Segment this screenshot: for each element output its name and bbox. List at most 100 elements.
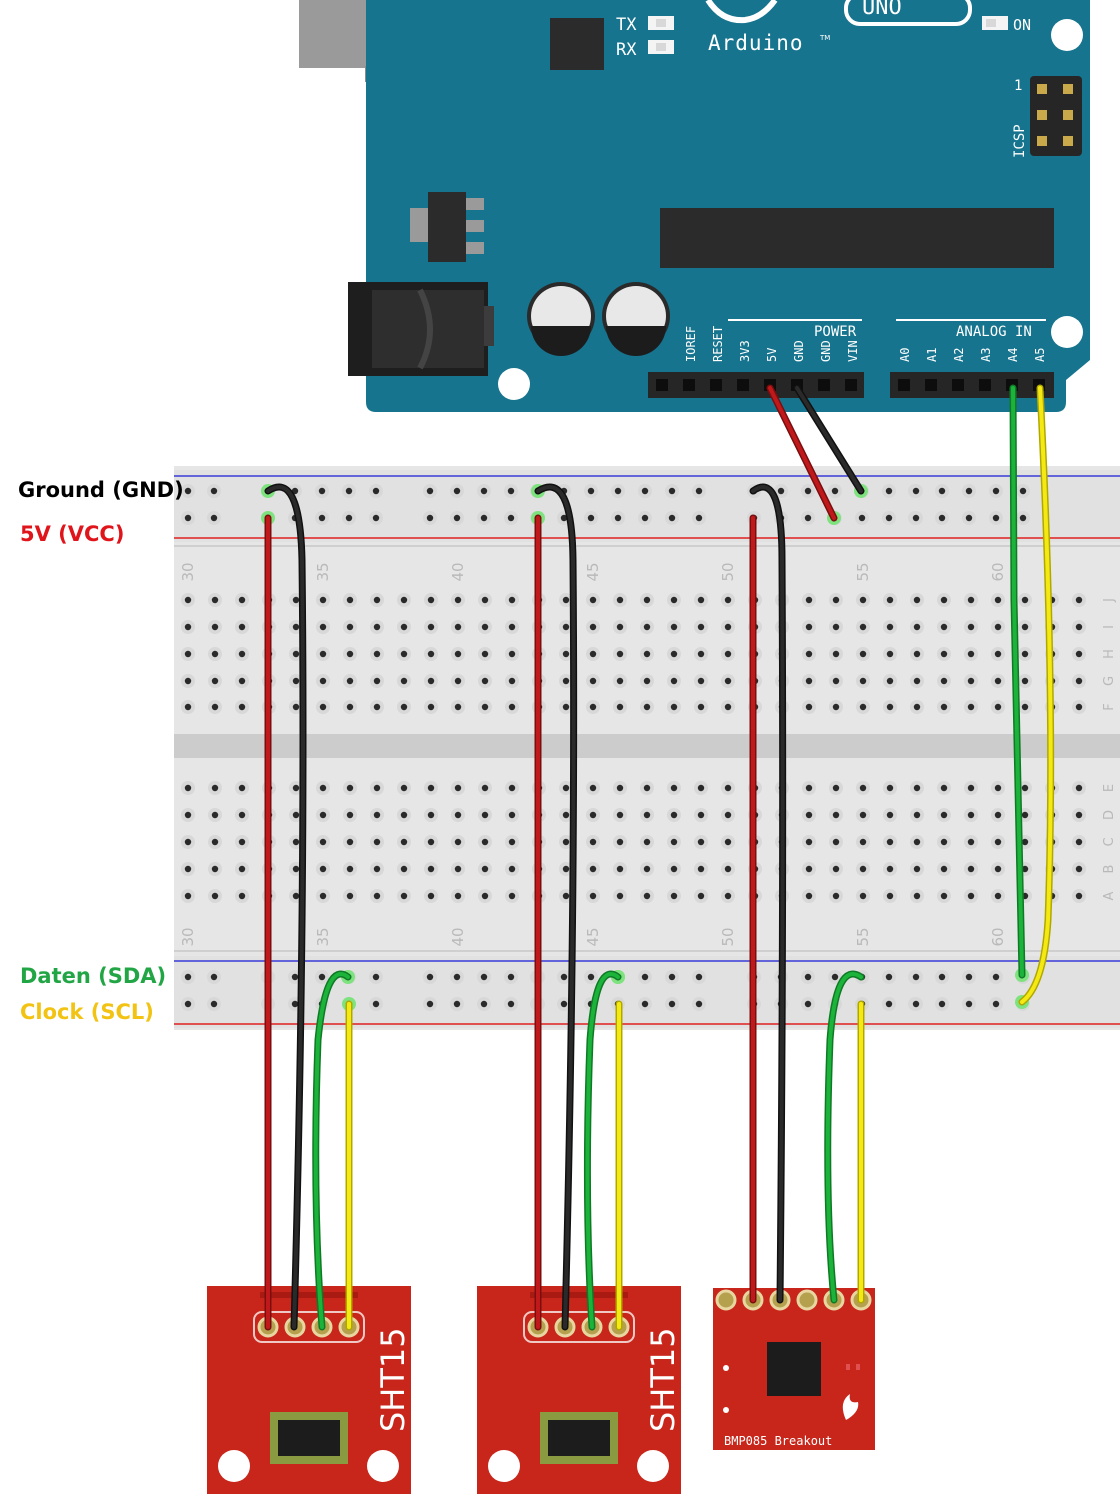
hole-center [589,811,597,819]
hole-center [184,1000,192,1008]
hole-center [1019,487,1027,495]
hole-center [184,865,192,873]
hole-center [373,703,381,711]
hole-center [400,703,408,711]
hole-center [589,703,597,711]
hole-center [992,487,1000,495]
hole-center [211,838,219,846]
hole-center [400,865,408,873]
hole-center [184,838,192,846]
hole-center [912,973,920,981]
column-number: 60 [989,927,1007,946]
hole-center [562,650,570,658]
hole-center [373,811,381,819]
hole-center [967,811,975,819]
row-letter: H [1102,649,1117,659]
analog-pin-label: A0 [898,348,912,362]
hole-center [616,892,624,900]
hole-center [832,892,840,900]
hole-center [668,1000,676,1008]
hole-center [292,865,300,873]
row-letter: J [1102,598,1117,603]
hole-center [292,650,300,658]
hole-center [832,784,840,792]
hole-center [697,703,705,711]
hole-center [967,596,975,604]
hole-center [641,514,649,522]
hole-center [940,703,948,711]
power-pin-label: GND [819,340,833,362]
header-socket[interactable] [898,379,910,391]
hole-center [184,784,192,792]
hole-center [940,596,948,604]
hole-center [695,514,703,522]
hole-center [805,650,813,658]
hole-center [427,838,435,846]
header-socket[interactable] [737,379,749,391]
header-socket[interactable] [710,379,722,391]
hole-center [886,623,894,631]
hole-center [912,1000,920,1008]
hole-center [427,784,435,792]
hole-center [184,677,192,685]
hole-center [589,865,597,873]
capacitor-2 [602,282,670,356]
hole-center [1075,677,1083,685]
power-pin-label: IOREF [684,326,698,362]
hole-center [238,677,246,685]
hole-center [562,784,570,792]
header-socket[interactable] [979,379,991,391]
hole-center [211,784,219,792]
hole-center [643,677,651,685]
hole-center [345,487,353,495]
header-socket[interactable] [818,379,830,391]
hole-center [400,650,408,658]
hole-center [994,892,1002,900]
power-pin-header[interactable] [648,372,864,398]
hole-center [967,892,975,900]
hole-center [481,811,489,819]
hole-center [508,677,516,685]
hole-center [965,487,973,495]
column-number: 50 [719,927,737,946]
hole-center [372,1000,380,1008]
hole-center [641,1000,649,1008]
hole-center [184,892,192,900]
hole-center [319,703,327,711]
hole-center [804,514,812,522]
header-socket[interactable] [952,379,964,391]
header-socket[interactable] [656,379,668,391]
power-pin-label: 3V3 [738,340,752,362]
header-socket[interactable] [683,379,695,391]
header-socket[interactable] [925,379,937,391]
sparkfun-flame-icon [842,1394,859,1420]
hole-center [507,487,515,495]
hole-center [1021,650,1029,658]
hole-center [695,973,703,981]
hole-center [670,650,678,658]
hole-center [238,892,246,900]
label-ground: Ground (GND) [18,478,184,502]
hole-center [560,973,568,981]
hole-center [427,811,435,819]
column-number: 40 [449,927,467,946]
row-letter: D [1102,810,1117,820]
hole-center [453,1000,461,1008]
hole-center [668,487,676,495]
label-sda: Daten (SDA) [20,964,166,988]
hole-center [804,973,812,981]
analog-pin-header[interactable] [890,372,1054,398]
column-number: 60 [989,562,1007,581]
hole-center [940,892,948,900]
hole-center [238,811,246,819]
header-socket[interactable] [845,379,857,391]
hole-center [697,838,705,846]
voltage-regulator [428,192,466,262]
hole-center [454,865,462,873]
hole-center [859,892,867,900]
bmp085-sensor-chip [767,1342,821,1396]
hole-center [697,596,705,604]
